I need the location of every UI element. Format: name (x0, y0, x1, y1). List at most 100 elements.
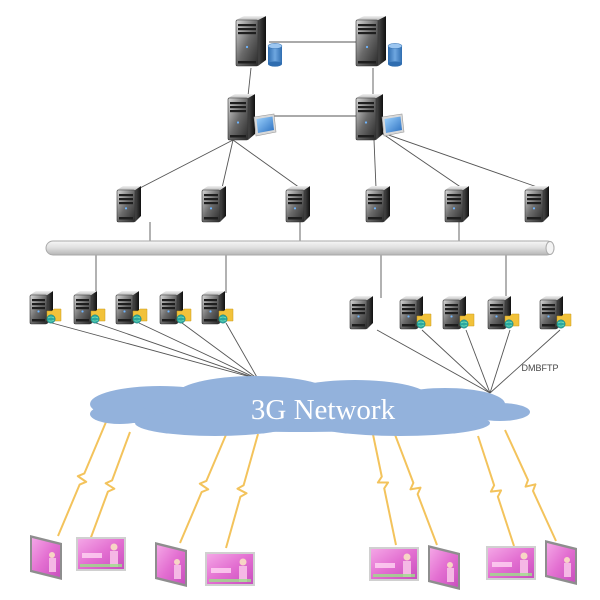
globe-icon (46, 314, 56, 324)
wireless-signal-icon (393, 431, 438, 546)
display-8[interactable] (545, 540, 577, 585)
display-2[interactable] (76, 537, 126, 571)
edge-l3[interactable] (115, 291, 148, 325)
monitor-screen (256, 116, 274, 133)
globe-icon (459, 319, 469, 329)
display-model-figure (447, 562, 453, 568)
drive-bay (447, 194, 461, 197)
network-nodes (29, 16, 577, 590)
db-server-2[interactable] (355, 16, 403, 67)
drive-bay (527, 194, 541, 197)
drive-bay (527, 217, 541, 220)
server-front-panel (349, 299, 368, 330)
dist-server-6[interactable] (524, 186, 549, 223)
edge-r5[interactable] (539, 296, 572, 330)
edge-r2[interactable] (399, 296, 432, 330)
power-led (293, 207, 297, 210)
edge-l5[interactable] (201, 291, 234, 325)
edge-to-cloud-link (489, 329, 561, 394)
drive-bay (288, 194, 302, 197)
display-6[interactable] (428, 545, 460, 590)
drive-bay (204, 194, 218, 197)
server-top-panel (228, 94, 255, 98)
drive-bay (76, 303, 89, 306)
drive-bay (352, 304, 365, 307)
drive-bay (76, 319, 89, 322)
database-top (387, 43, 403, 49)
drive-bay (490, 312, 503, 315)
wireless-signal-icon (89, 431, 131, 541)
drive-bay (542, 324, 555, 327)
server-front-panel (355, 19, 379, 67)
server-side-panel (384, 186, 390, 222)
display-1[interactable] (30, 535, 62, 580)
display-model-figure (239, 566, 247, 582)
wireless-signal-icon (504, 429, 557, 542)
dist-server-4[interactable] (365, 186, 390, 223)
wireless-signal-icon (57, 421, 107, 537)
edge-l1[interactable] (29, 291, 62, 325)
server-top-panel (202, 186, 226, 190)
app-server-2[interactable] (355, 94, 405, 141)
app-server-1[interactable] (227, 94, 277, 141)
server-top-panel (356, 94, 383, 98)
server-top-panel (445, 186, 469, 190)
globe-icon (90, 314, 100, 324)
drive-bay (162, 307, 175, 310)
drive-bay (76, 299, 89, 302)
server-top-panel (350, 296, 373, 300)
drive-bay (358, 102, 374, 105)
server-side-panel (304, 186, 310, 222)
display-ad-text (82, 553, 102, 558)
drive-bay (445, 324, 458, 327)
server-top-panel (286, 186, 310, 190)
display-5[interactable] (369, 547, 419, 581)
edge-to-cloud-link (465, 329, 491, 394)
power-led (123, 310, 126, 313)
display-4[interactable] (205, 552, 255, 586)
dmbftp-label: DMBFTP (522, 363, 559, 373)
server-front-panel (399, 299, 418, 330)
dist-server-3[interactable] (285, 186, 310, 223)
server-front-panel (201, 294, 220, 325)
power-led (407, 315, 410, 318)
drive-bay (402, 304, 415, 307)
display-3[interactable] (155, 542, 187, 587)
power-led (357, 315, 360, 318)
drive-bay (204, 299, 217, 302)
drive-bay (162, 319, 175, 322)
edge-l4[interactable] (159, 291, 192, 325)
drive-bay (358, 106, 374, 109)
drive-bay (358, 110, 374, 113)
display-7[interactable] (486, 546, 536, 580)
globe-icon (556, 319, 566, 329)
dist-server-5[interactable] (444, 186, 469, 223)
edge-r4[interactable] (487, 296, 520, 330)
drive-bay (230, 106, 246, 109)
server-front-panel (487, 299, 506, 330)
drive-bay (368, 194, 382, 197)
display-model-figure (49, 552, 55, 558)
drive-bay (368, 202, 382, 205)
drive-bay (162, 303, 175, 306)
dist-server-2[interactable] (201, 186, 226, 223)
drive-bay (238, 61, 256, 64)
wireless-links (57, 419, 557, 549)
power-led (209, 310, 212, 313)
wireless-signal-icon (477, 435, 515, 547)
edge-l2[interactable] (73, 291, 106, 325)
drive-bay (230, 110, 246, 113)
server-top-panel (488, 296, 511, 300)
drive-bay (118, 299, 131, 302)
drive-bay (402, 324, 415, 327)
dist-server-1[interactable] (116, 186, 141, 223)
edge-r1[interactable] (349, 296, 373, 330)
db-server-1[interactable] (235, 16, 283, 67)
power-led (364, 121, 368, 124)
edge-r3[interactable] (442, 296, 475, 330)
app-to-dist-link (139, 139, 234, 189)
drive-bay (445, 304, 458, 307)
3g-network-cloud: 3G Network (90, 376, 530, 436)
display-footer-bar (209, 579, 251, 582)
edge-to-cloud-link (489, 329, 511, 394)
